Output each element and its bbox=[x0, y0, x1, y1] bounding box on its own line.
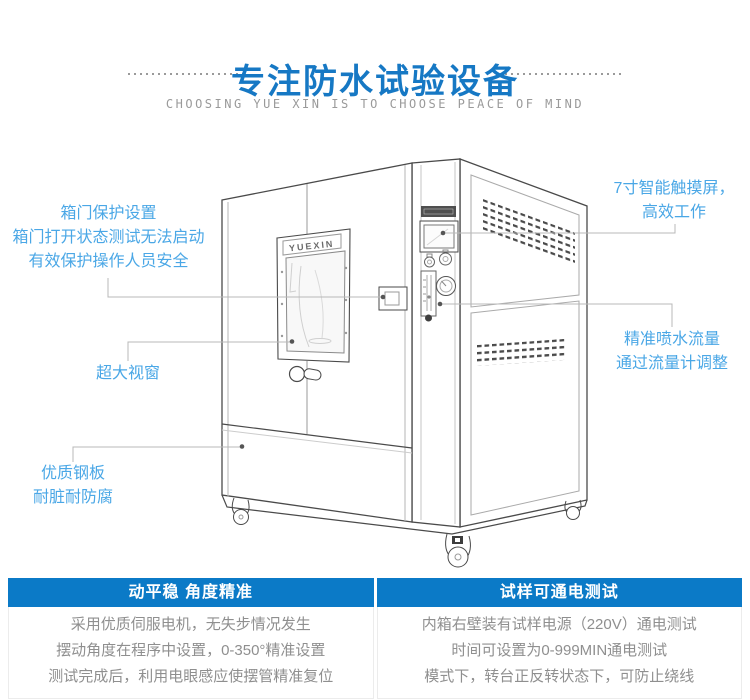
callout-door-protection: 箱门保护设置 箱门打开状态测试无法启动 有效保护操作人员安全 bbox=[6, 202, 211, 274]
callout-touchscreen: 7寸智能触摸屏， 高效工作 bbox=[600, 177, 748, 225]
feature-line: 采用优质伺服电机，无失步情况发生 bbox=[70, 616, 311, 633]
machine-right-face bbox=[459, 158, 588, 528]
callout-line: 耐脏耐防腐 bbox=[32, 489, 113, 506]
feature-line: 模式下，转台正反转状态下，可防止绕线 bbox=[424, 668, 695, 685]
feature-line: 内箱右壁装有试样电源（220V）通电测试 bbox=[421, 616, 697, 633]
caster-right bbox=[564, 499, 582, 520]
feature-body: 内箱右壁装有试样电源（220V）通电测试 时间可设置为0-999MIN通电测试 … bbox=[376, 607, 742, 699]
page-subtitle: CHOOSING YUE XIN IS TO CHOOSE PEACE OF M… bbox=[165, 97, 585, 111]
flow-meter bbox=[420, 270, 437, 322]
callout-line: 箱门打开状态测试无法启动 bbox=[12, 229, 205, 246]
machine-base bbox=[221, 494, 588, 535]
callout-line: 7寸智能触摸屏， bbox=[613, 180, 735, 197]
callout-line: 通过流量计调整 bbox=[615, 355, 728, 372]
pressure-gauges bbox=[424, 249, 456, 296]
feature-boxes: 动平稳 角度精准 采用优质伺服电机，无失步情况发生 摆动角度在程序中设置，0-3… bbox=[8, 578, 742, 699]
page-title: 专注防水试验设备 bbox=[231, 63, 519, 101]
callout-flow: 精准喷水流量 通过流量计调整 bbox=[604, 328, 740, 376]
callout-steel-plate: 优质钢板 耐脏耐防腐 bbox=[18, 462, 128, 510]
caster-middle bbox=[445, 533, 471, 568]
brand-label: YUEXIN bbox=[289, 239, 335, 254]
vent-slots-lower bbox=[477, 338, 567, 366]
callout-leader-lines bbox=[72, 224, 676, 462]
machine-nameplate bbox=[421, 206, 456, 217]
door-handle bbox=[288, 365, 322, 383]
callout-line: 有效保护操作人员安全 bbox=[28, 253, 189, 270]
door-latch-box bbox=[378, 286, 408, 311]
callout-line: 精准喷水流量 bbox=[623, 331, 720, 348]
callout-line: 超大视窗 bbox=[95, 365, 160, 382]
callout-line: 优质钢板 bbox=[40, 465, 105, 482]
feature-line: 测试完成后，利用电眼感应使摆管精准复位 bbox=[48, 668, 334, 685]
feature-box-swing: 动平稳 角度精准 采用优质伺服电机，无失步情况发生 摆动角度在程序中设置，0-3… bbox=[8, 578, 374, 699]
caster-left bbox=[231, 497, 250, 525]
callout-line: 高效工作 bbox=[641, 204, 706, 221]
callout-anchor-dots bbox=[239, 230, 446, 449]
feature-box-power: 试样可通电测试 内箱右壁装有试样电源（220V）通电测试 时间可设置为0-999… bbox=[376, 578, 742, 699]
callout-large-window: 超大视窗 bbox=[60, 362, 196, 386]
feature-title: 动平稳 角度精准 bbox=[8, 578, 374, 607]
feature-line: 时间可设置为0-999MIN通电测试 bbox=[451, 642, 668, 659]
feature-line: 摆动角度在程序中设置，0-350°精准设置 bbox=[56, 642, 326, 659]
machine-window: YUEXIN bbox=[276, 228, 351, 363]
feature-body: 采用优质伺服电机，无失步情况发生 摆动角度在程序中设置，0-350°精准设置 测… bbox=[8, 607, 374, 699]
touchscreen bbox=[419, 220, 459, 253]
divider-dotted-left bbox=[128, 73, 245, 75]
feature-title: 试样可通电测试 bbox=[376, 578, 742, 607]
vent-slots-upper bbox=[483, 199, 575, 266]
callout-line: 箱门保护设置 bbox=[60, 205, 157, 222]
divider-dotted-right bbox=[505, 73, 622, 75]
